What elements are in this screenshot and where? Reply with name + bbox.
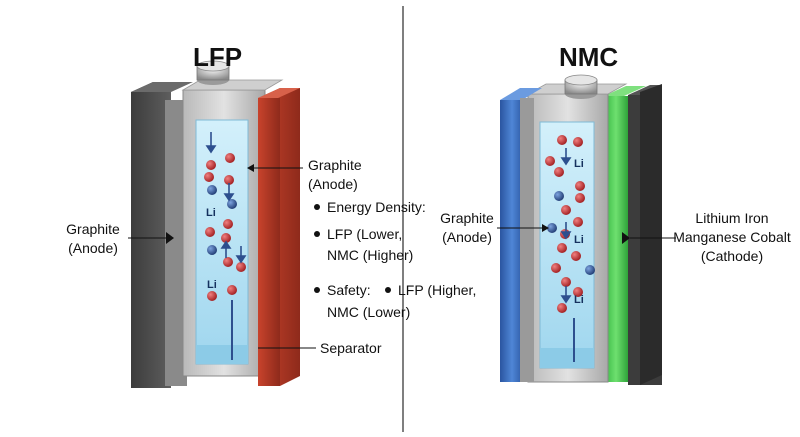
energy-density-bullet: Energy Density: <box>314 198 426 217</box>
separator-label: Separator <box>320 340 382 356</box>
bullet-dot <box>314 231 320 238</box>
nmc-li-label: Li <box>574 158 584 170</box>
lfp-title: LFP <box>193 42 243 72</box>
bullet-dot <box>314 204 320 211</box>
nmc-back-plate <box>640 84 662 385</box>
safety-detail-bullet: LFP (Higher, <box>385 281 476 300</box>
energy-detail-line2: NMC (Higher) <box>327 247 414 263</box>
nmc-li-label: Li <box>574 234 584 246</box>
nmc-anode-label: Graphite (Anode) <box>440 210 494 245</box>
energy-detail-bullet: LFP (Lower, <box>314 225 402 244</box>
lfp-left-arrowhead <box>166 232 174 244</box>
nmc-cathode-label: Lithium Iron Manganese Cobalt (Cathode) <box>673 210 791 264</box>
bullet-dot <box>385 287 391 294</box>
nmc-ions <box>545 135 595 313</box>
lfp-li-label: Li <box>207 279 217 291</box>
lfp-anode-label-top: Graphite (Anode) <box>308 157 362 192</box>
safety-bullet: Safety: <box>314 281 371 300</box>
lfp-electrolyte <box>195 119 249 365</box>
safety-detail-line2: NMC (Lower) <box>327 304 411 320</box>
lfp-cell <box>131 60 300 388</box>
lfp-li-label: Li <box>206 207 216 219</box>
nmc-li-label: Li <box>574 294 584 306</box>
lfp-anode-label-left: Graphite (Anode) <box>66 221 120 256</box>
lfp-ions <box>204 153 246 301</box>
nmc-right-arrowhead <box>622 232 630 244</box>
nmc-title: NMC <box>559 42 619 72</box>
nmc-cell <box>500 74 662 385</box>
bullet-dot <box>314 287 320 294</box>
